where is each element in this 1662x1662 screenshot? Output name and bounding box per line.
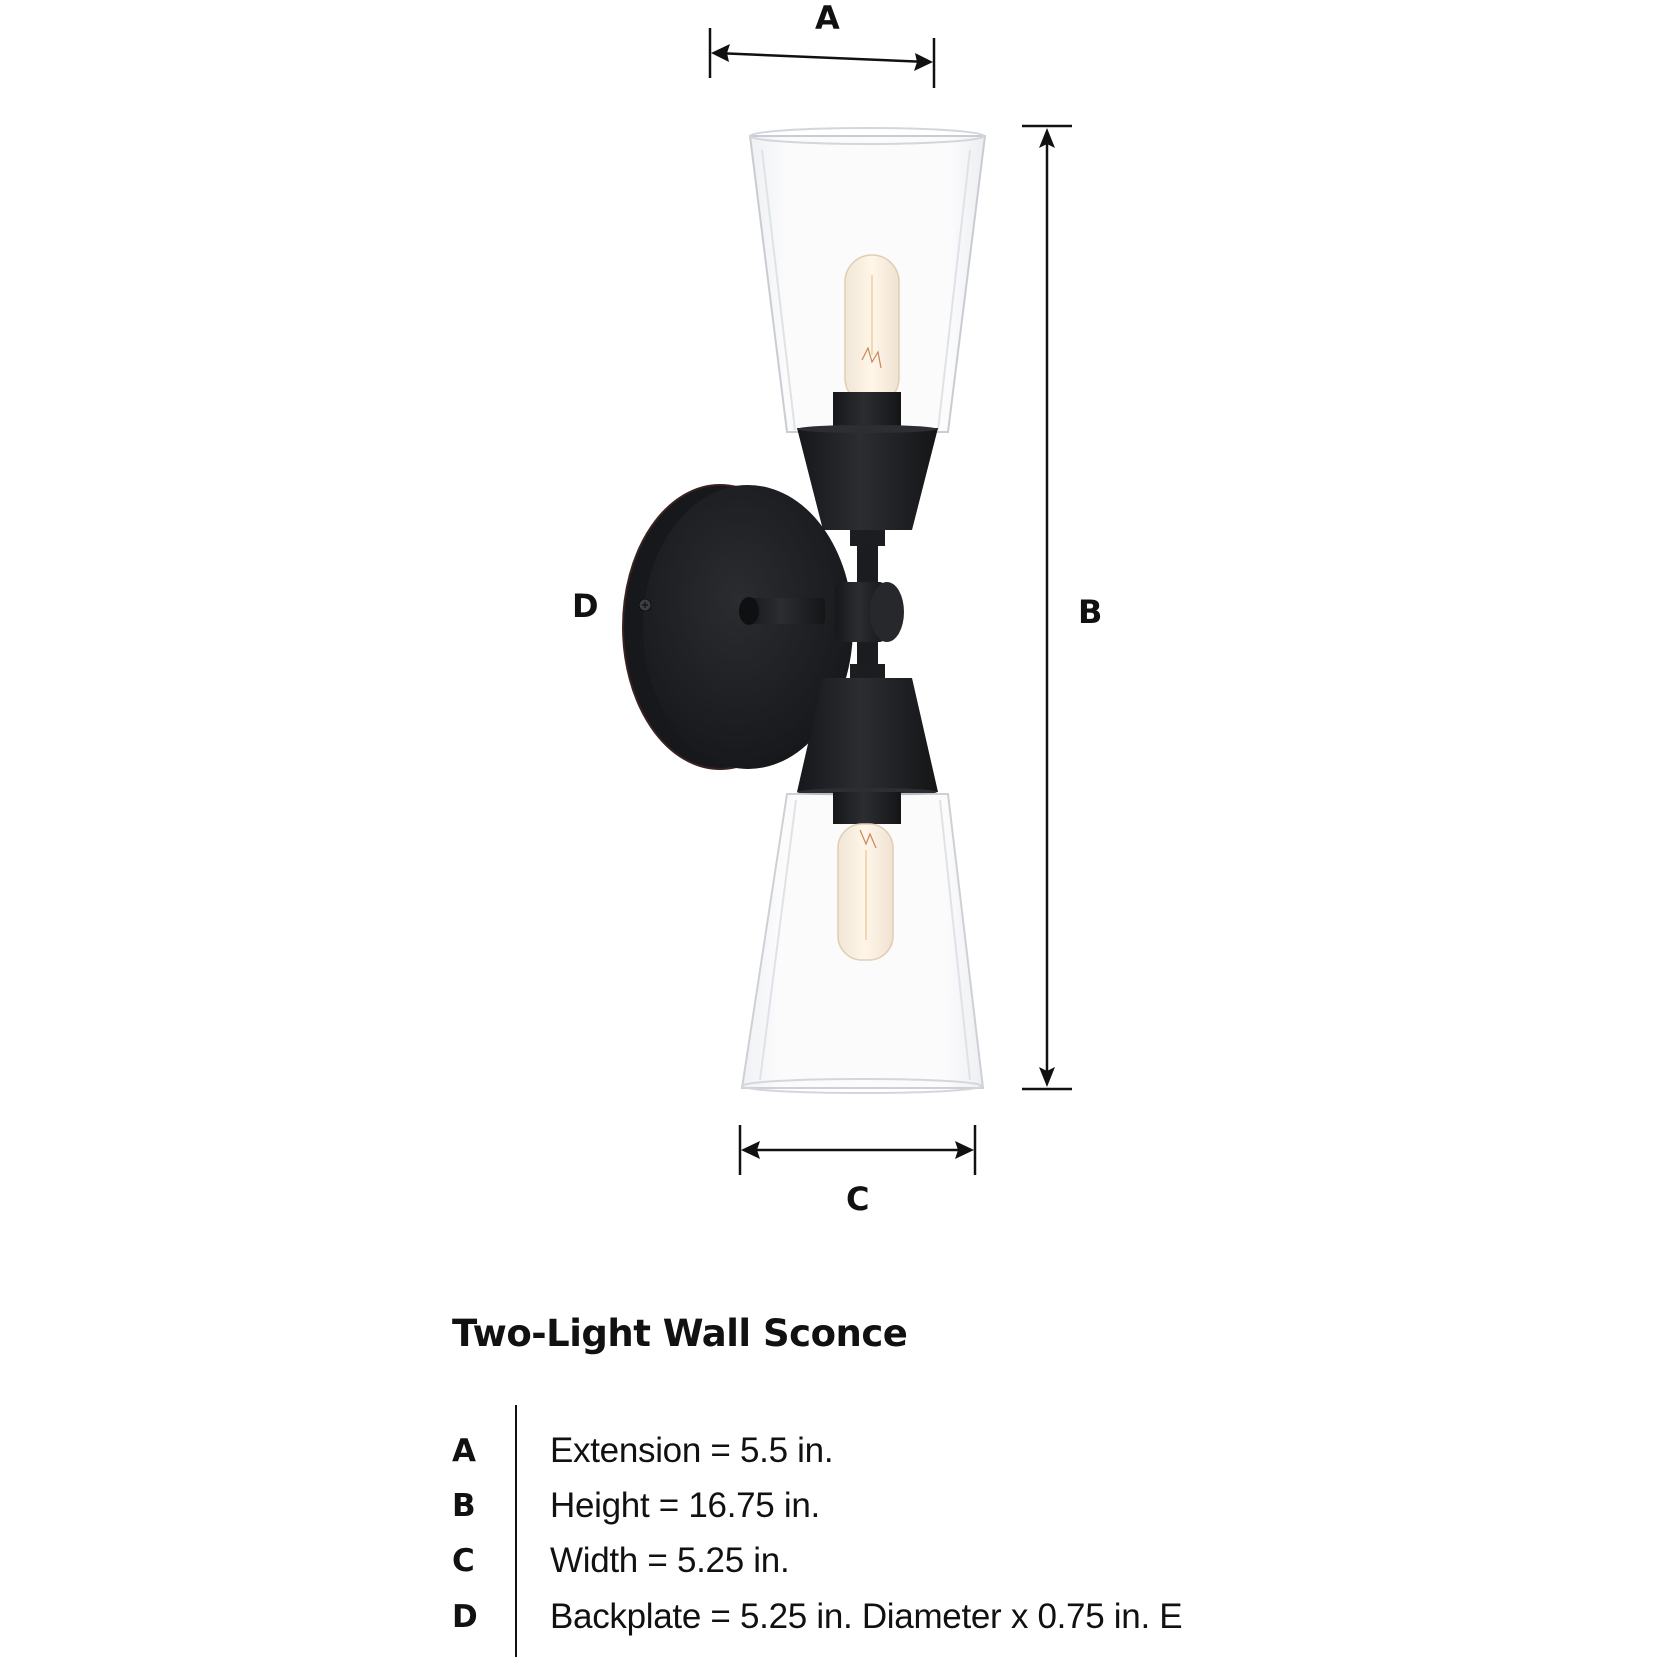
spec-letter: B <box>452 1488 476 1524</box>
spec-row-c: C Width = 5.25 in. <box>452 1536 790 1586</box>
product-title: Two-Light Wall Sconce <box>452 1312 908 1355</box>
dimension-b <box>1022 124 1072 1091</box>
spec-letter: D <box>452 1599 478 1635</box>
dimension-label-b: B <box>1078 593 1103 631</box>
backplate <box>622 484 853 770</box>
top-socket-cup <box>797 392 938 586</box>
top-bulb <box>844 254 900 406</box>
spec-row-d: D Backplate = 5.25 in. Diameter x 0.75 i… <box>452 1592 1183 1642</box>
bottom-bulb <box>837 823 894 961</box>
spec-row-b: B Height = 16.75 in. <box>452 1481 820 1531</box>
dimension-label-c: C <box>846 1180 870 1218</box>
spec-letter: A <box>452 1433 476 1469</box>
spec-divider <box>515 1405 517 1657</box>
dimension-a <box>708 28 936 88</box>
spec-text: Width = 5.25 in. <box>550 1541 790 1580</box>
arm-and-hub <box>739 582 904 642</box>
spec-letter: C <box>452 1543 475 1579</box>
dimension-label-a: A <box>815 0 840 37</box>
spec-text: Backplate = 5.25 in. Diameter x 0.75 in.… <box>550 1597 1183 1636</box>
dimension-c <box>738 1125 977 1175</box>
spec-text: Extension = 5.5 in. <box>550 1431 834 1470</box>
spec-text: Height = 16.75 in. <box>550 1486 820 1525</box>
dimension-label-d: D <box>572 587 599 625</box>
spec-row-a: A Extension = 5.5 in. <box>452 1426 834 1476</box>
dimension-spec-table: A Extension = 5.5 in. B Height = 16.75 i… <box>452 1405 1452 1657</box>
